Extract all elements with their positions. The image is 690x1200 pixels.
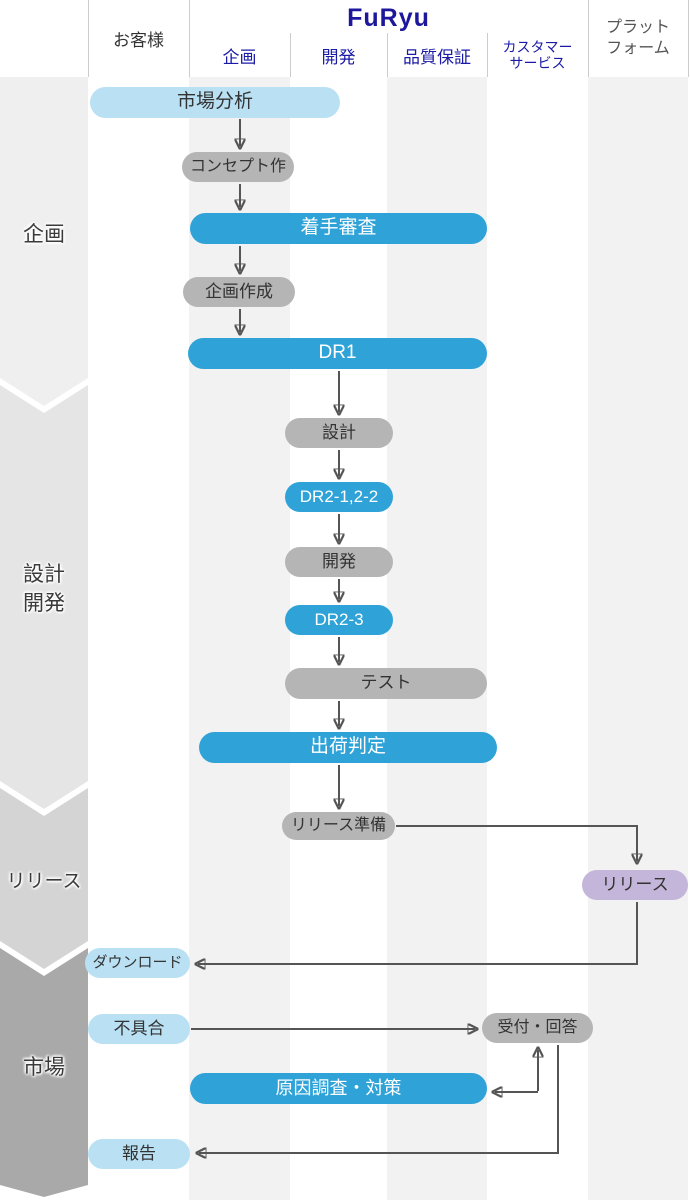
phase-label-market: 市場 <box>23 1056 65 1079</box>
node-develop: 開発 <box>285 547 393 577</box>
header-divider <box>189 0 190 77</box>
node-ship-judge: 出荷判定 <box>199 732 497 763</box>
column-stripe-qa <box>387 77 487 1200</box>
brand-logo: FuRyu <box>347 3 430 32</box>
node-dr1: DR1 <box>188 338 487 369</box>
header-divider <box>290 33 291 77</box>
header-divider <box>588 0 589 77</box>
column-stripe-platform <box>588 77 688 1200</box>
header-divider <box>688 0 689 77</box>
node-cause-action: 原因調査・対策 <box>190 1073 487 1104</box>
node-plan-create: 企画作成 <box>183 277 295 307</box>
phase-band-market <box>0 948 88 1197</box>
header-divider <box>387 33 388 77</box>
phase-label-release: リリース <box>6 871 82 892</box>
phase-band-design <box>0 385 88 809</box>
node-dr2-3: DR2-3 <box>285 605 393 635</box>
node-defect: 不具合 <box>88 1014 190 1044</box>
node-download: ダウンロード <box>85 948 190 978</box>
node-start-review: 着手審査 <box>190 213 487 244</box>
header-customer-label: お客様 <box>113 31 164 50</box>
arrow-prep-to-release <box>396 825 637 861</box>
header: お客様 FuRyu 企画 開発 品質保証 カスタマー サービス プラット フォー… <box>0 0 690 77</box>
node-report: 報告 <box>88 1139 190 1169</box>
arrow-release-to-download <box>198 902 638 964</box>
header-divider <box>487 33 488 77</box>
header-platform-label: プラット フォーム <box>605 18 670 57</box>
arrow-reception-to-report <box>199 1045 559 1153</box>
header-dept-planning: 企画 <box>222 47 257 67</box>
node-reception: 受付・回答 <box>482 1013 593 1043</box>
node-release-prep: リリース準備 <box>282 812 395 840</box>
header-dept-qa: 品質保証 <box>403 47 471 67</box>
header-dept-development: 開発 <box>321 47 356 67</box>
header-divider <box>88 0 89 77</box>
phase-band-release <box>0 788 88 969</box>
node-dr2-1-2-2: DR2-1,2-2 <box>285 482 393 512</box>
node-release: リリース <box>582 870 688 900</box>
node-design: 設計 <box>285 418 393 448</box>
header-dept-customer-service: カスタマー サービス <box>502 38 573 71</box>
node-concept: コンセプト作 <box>182 152 294 182</box>
node-market-analysis: 市場分析 <box>90 87 340 118</box>
node-test: テスト <box>285 668 487 699</box>
phase-label-design: 設計 開発 <box>23 563 65 616</box>
phase-label-plan: 企画 <box>23 223 65 246</box>
phase-band-plan <box>0 77 88 406</box>
